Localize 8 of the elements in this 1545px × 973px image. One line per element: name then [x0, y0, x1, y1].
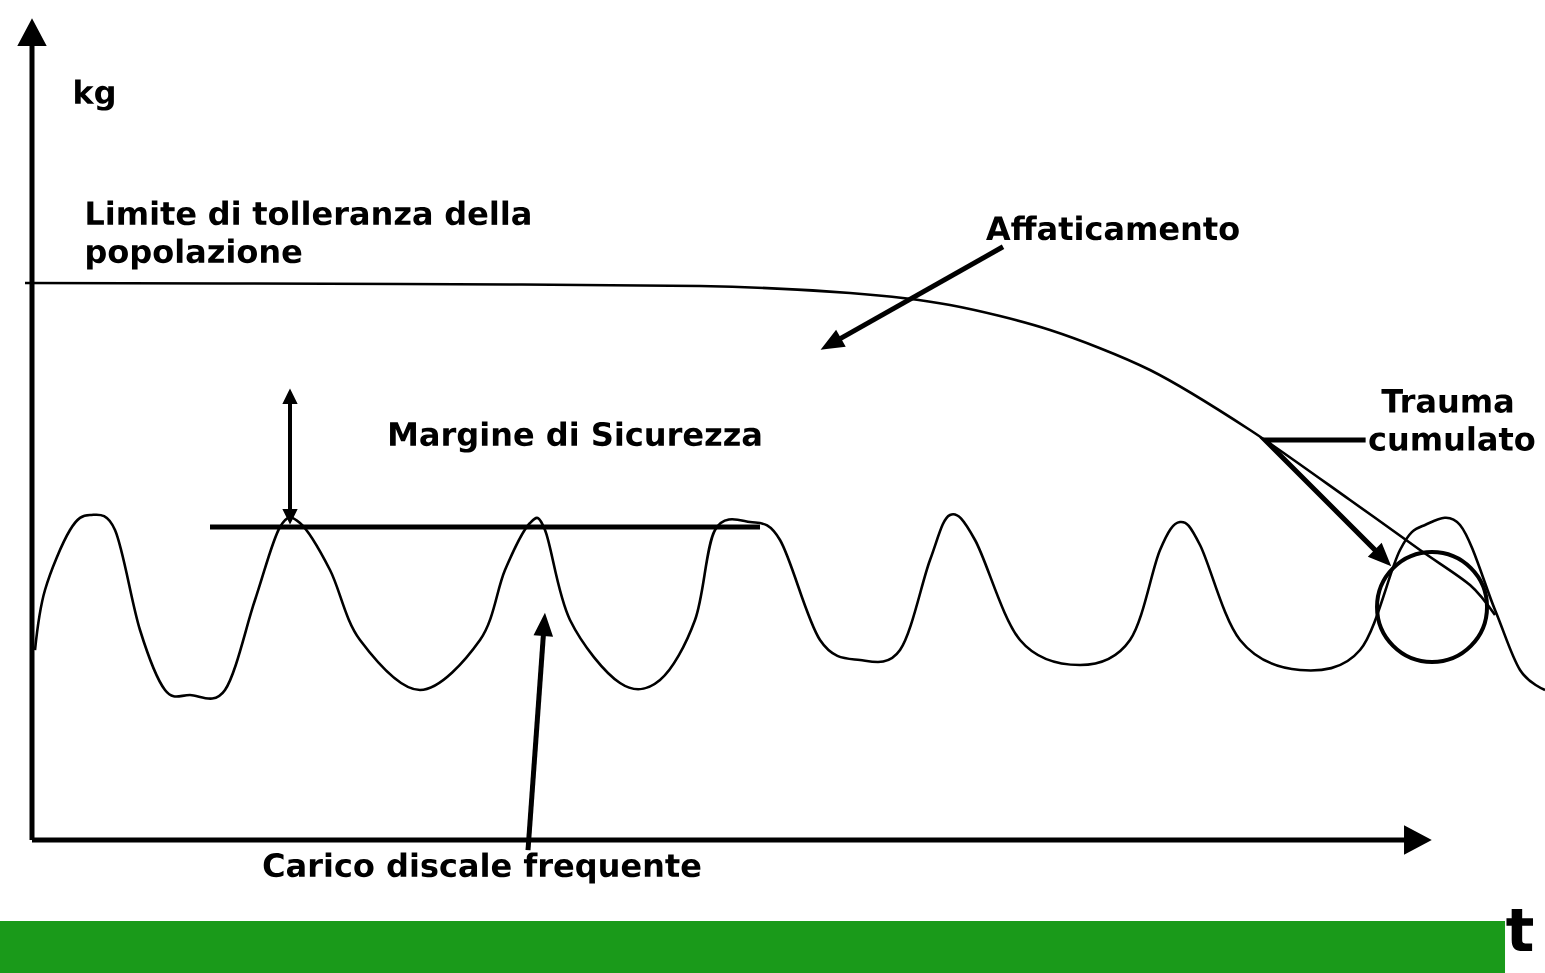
callout-text: Trauma cumulato [1369, 389, 1535, 451]
axis-label: kg [75, 79, 114, 111]
callout-text: Affaticamento [986, 215, 1239, 241]
callout-text: Carico discale frequente [263, 852, 701, 884]
curve-label: Limite di tolleranza della popolazione [87, 200, 530, 270]
dimension-label: Margine di Sicurezza [390, 421, 761, 453]
axis-label: t [1506, 908, 1533, 952]
circle-marker [1375, 550, 1489, 664]
